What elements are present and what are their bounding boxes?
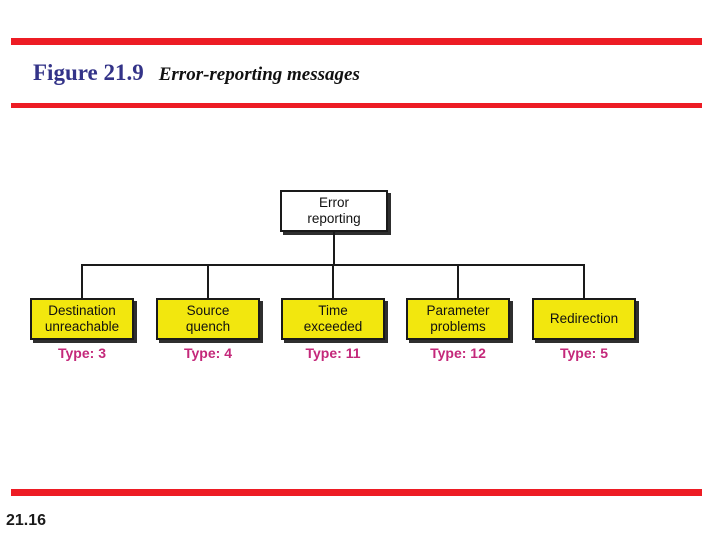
node-label-line: Parameter [426, 302, 490, 318]
node-label-line: Redirection [549, 310, 619, 326]
node-label-line: quench [185, 319, 231, 334]
slide-page-number: 21.16 [6, 512, 47, 529]
figure-caption: Error-reporting messages [158, 64, 360, 85]
node-parameter-problems: Parameter problems [406, 298, 510, 340]
node-label-line: unreachable [44, 319, 120, 334]
node-error-reporting: Error reporting [280, 190, 388, 232]
figure-number: Figure 21.9 [33, 60, 144, 85]
node-label-line: Source [186, 302, 230, 318]
node-source-quench: Source quench [156, 298, 260, 340]
top-rule [11, 38, 702, 45]
footer-rule [11, 489, 702, 496]
figure-title: Figure 21.9 Error-reporting messages [33, 60, 360, 86]
connector-stem [583, 266, 585, 298]
node-label-line: problems [430, 319, 486, 334]
connector-horizontal-bar [81, 264, 585, 266]
connector-stem [457, 266, 459, 298]
node-label-line: reporting [307, 211, 361, 226]
node-time-exceeded: Time exceeded [281, 298, 385, 340]
type-value-label: Type: 11 [305, 345, 361, 361]
type-value-label: Type: 4 [184, 345, 232, 361]
type-value-label: Type: 12 [430, 345, 486, 361]
node-destination-unreachable: Destination unreachable [30, 298, 134, 340]
title-underline-rule [11, 103, 702, 108]
connector-stem [207, 266, 209, 298]
connector-root-stem [333, 232, 335, 266]
connector-stem [332, 266, 334, 298]
node-label-line: Error [319, 194, 349, 210]
type-value-label: Type: 5 [560, 345, 608, 361]
node-label-line: exceeded [303, 319, 363, 334]
connector-stem [81, 266, 83, 298]
node-label-line: Destination [48, 302, 116, 318]
type-value-label: Type: 3 [58, 345, 106, 361]
node-redirection: Redirection [532, 298, 636, 340]
node-label-line: Time [318, 302, 348, 318]
